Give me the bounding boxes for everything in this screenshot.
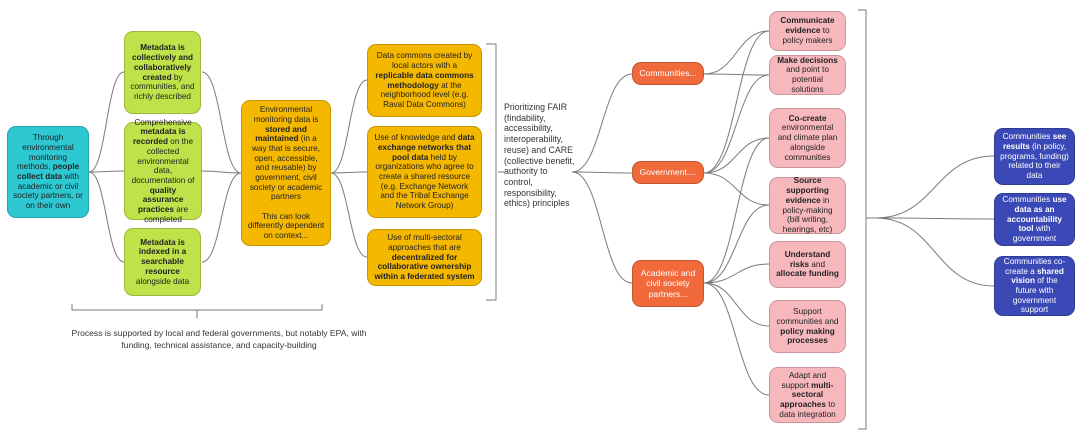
support-caption: Process is supported by local and federa… <box>71 328 367 350</box>
connector-line <box>330 171 368 174</box>
node-decisions: Make decisions and point to potential so… <box>769 55 846 95</box>
bold-phrase: Co-create <box>788 113 827 123</box>
node-multisectoral: Use of multi-sectoral approaches that ar… <box>367 229 482 286</box>
bold-phrase: Metadata is indexed in a searchable reso… <box>138 237 187 276</box>
connector-line <box>875 155 995 219</box>
connector-line <box>201 71 242 174</box>
node-government: Government.... <box>632 161 704 184</box>
node-commons: Data commons created by local actors wit… <box>367 44 482 117</box>
connector-line <box>88 170 125 173</box>
bold-phrase: Metadata is collectively and collaborati… <box>132 43 193 82</box>
bold-phrase: stored and maintained <box>255 124 307 144</box>
node-meta-indexed: Metadata is indexed in a searchable reso… <box>124 228 201 296</box>
connector-line <box>703 74 770 174</box>
connector-line <box>875 217 995 220</box>
bold-phrase: decentralized for collaborative ownershi… <box>374 252 475 282</box>
node-exchange: Use of knowledge and data exchange netwo… <box>367 126 482 218</box>
node-meta-recorded: Comprehensive metadata is recorded on th… <box>124 118 202 224</box>
bold-phrase: use data as an accountability tool <box>1006 195 1067 234</box>
connector-line <box>571 171 633 284</box>
bold-phrase: replicable data commons methodology <box>375 70 474 90</box>
bracket-support <box>71 304 323 311</box>
bold-phrase: allocate funding <box>776 269 839 279</box>
node-communities: Communities... <box>632 62 704 85</box>
bracket-fair <box>486 43 497 301</box>
bold-phrase: policy making processes <box>780 326 835 346</box>
node-stored: Environmental monitoring data is stored … <box>241 100 331 246</box>
connector-line <box>88 171 125 263</box>
connector-line <box>88 71 125 173</box>
bold-phrase: Understand risks <box>784 249 831 269</box>
connector-line <box>703 282 770 327</box>
connector-line <box>571 171 633 174</box>
fair-care-text: Prioritizing FAIR (findability, accessib… <box>504 102 575 209</box>
connector-line <box>875 217 995 287</box>
connector-line <box>703 204 770 284</box>
bold-phrase: Source supporting evidence <box>785 176 829 205</box>
connector-line <box>703 73 770 76</box>
connector-line <box>330 172 368 258</box>
bold-phrase: quality assurance practices <box>137 185 184 214</box>
node-adapt: Adapt and support multi-sectoral approac… <box>769 367 846 423</box>
node-see-results: Communities see results (in policy, prog… <box>994 128 1075 185</box>
connector-line <box>703 172 770 206</box>
bracket-outcomes <box>858 9 867 430</box>
connector-line <box>703 282 770 396</box>
node-start: Through environmental monitoring methods… <box>7 126 89 218</box>
connector-line <box>201 170 242 174</box>
node-risks: Understand risks and allocate funding <box>769 241 846 288</box>
node-shared-vision: Communities co-create a shared vision of… <box>994 256 1075 316</box>
node-communicate: Communicate evidence to policy makers <box>769 11 846 51</box>
connector-line <box>703 30 770 75</box>
connector-line <box>703 137 770 174</box>
bold-phrase: see results <box>1002 132 1067 151</box>
connector-line <box>201 172 242 263</box>
node-source: Source supporting evidence in policy-mak… <box>769 176 846 234</box>
connector-line <box>703 263 770 284</box>
node-academic: Academic and civil society partners... <box>632 260 704 307</box>
node-support: Support communities and policy making pr… <box>769 300 846 353</box>
node-meta-collective: Metadata is collectively and collaborati… <box>124 31 201 114</box>
node-accountability: Communities use data as an accountabilit… <box>994 193 1075 246</box>
bold-phrase: shared vision <box>1011 266 1064 286</box>
bold-phrase: Make decisions <box>777 55 838 65</box>
connector-line <box>330 79 368 174</box>
bold-phrase: people collect data <box>17 162 80 181</box>
connector-line <box>703 30 770 174</box>
connector-line <box>571 73 633 173</box>
connector-line <box>703 137 770 284</box>
node-cocreate: Co-create environmental and climate plan… <box>769 108 846 168</box>
bold-phrase: multi-sectoral approaches <box>779 380 834 409</box>
bold-phrase: data exchange networks that pool data <box>377 133 475 162</box>
bold-phrase: metadata is recorded <box>132 127 186 147</box>
bold-phrase: Communicate evidence <box>780 16 835 36</box>
